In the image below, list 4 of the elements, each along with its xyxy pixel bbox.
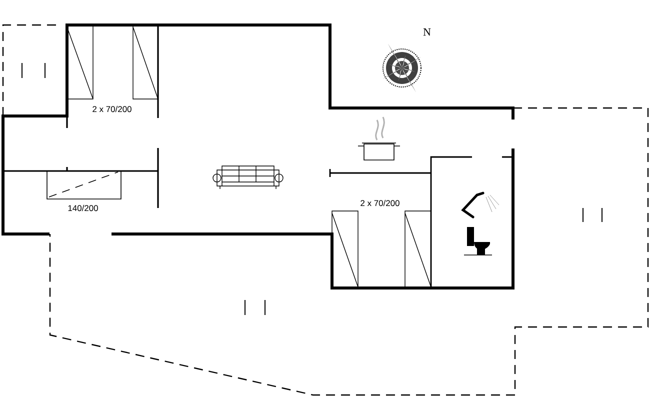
bed-size-label: 140/200 (68, 204, 98, 212)
bed-size-label: 2 x 70/200 (92, 106, 132, 112)
north-label: N (423, 28, 431, 36)
bed-size-label: 2 x 70/200 (360, 200, 400, 206)
